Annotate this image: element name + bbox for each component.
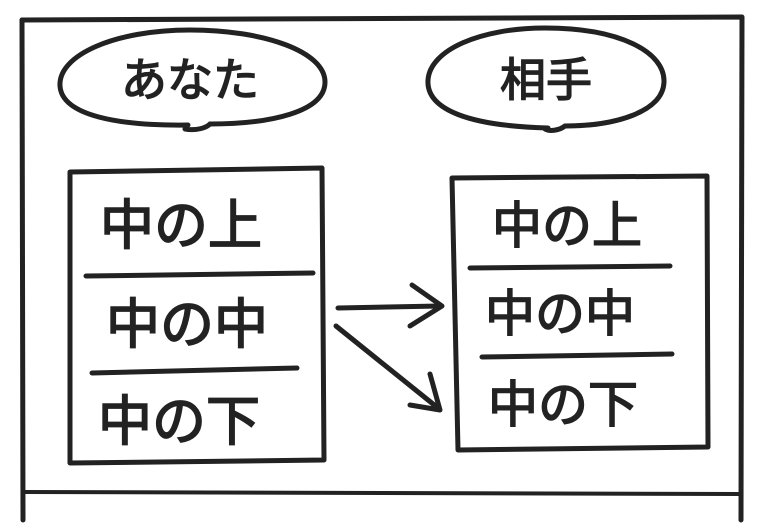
left-bubble-outline	[57, 27, 328, 133]
right-bubble-outline	[425, 25, 667, 133]
left-row-upper: 中の上	[100, 194, 262, 257]
right-rank-box: 中の上 中の中 中の下	[449, 173, 711, 453]
left-rank-box: 中の上 中の中 中の下	[67, 165, 327, 466]
arrow-middle-to-middle	[335, 282, 445, 329]
right-row-lower: 中の下	[488, 376, 638, 434]
left-box-outline	[67, 165, 327, 466]
right-box-outline	[449, 173, 711, 453]
left-row-lower: 中の下	[98, 390, 260, 453]
outer-frame	[19, 14, 745, 523]
arrow-middle-to-lower	[333, 323, 443, 413]
right-row-upper: 中の上	[492, 197, 642, 255]
left-row-middle: 中の中	[106, 293, 268, 356]
right-bubble-label: 相手	[500, 53, 592, 107]
right-speech-bubble: 相手	[425, 25, 667, 133]
left-bubble-label: あなた	[121, 53, 259, 107]
arrows	[333, 282, 445, 413]
left-divider-1	[83, 270, 316, 279]
right-divider-1	[467, 263, 673, 271]
right-row-middle: 中の中	[485, 285, 635, 343]
right-divider-2	[479, 351, 675, 360]
left-divider-2	[89, 365, 300, 376]
left-speech-bubble: あなた	[57, 27, 328, 133]
